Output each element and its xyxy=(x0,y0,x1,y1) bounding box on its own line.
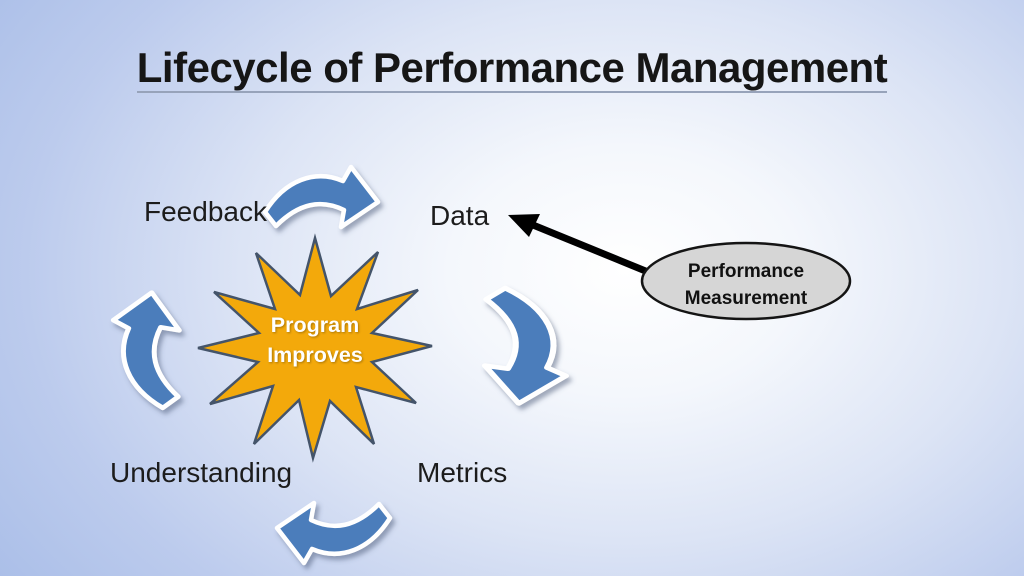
callout-label-line2: Measurement xyxy=(684,288,808,309)
cycle-arrow-left-icon xyxy=(113,293,179,408)
label-understanding: Understanding xyxy=(110,457,293,488)
label-feedback: Feedback xyxy=(144,196,267,227)
cycle-arrow-bottom-icon xyxy=(277,503,390,563)
starburst-label-line2: Improves xyxy=(267,343,363,367)
pointer-arrow-icon xyxy=(508,214,650,276)
cycle-arrow-right-icon xyxy=(485,288,566,403)
starburst-label-line1: Program xyxy=(270,313,360,337)
page-title-text: Lifecycle of Performance Management xyxy=(136,44,888,93)
label-metrics: Metrics xyxy=(417,457,508,488)
cycle-arrow-top-icon xyxy=(265,167,378,227)
label-data: Data xyxy=(430,200,490,231)
callout-ellipse xyxy=(640,241,852,321)
starburst-shape xyxy=(197,233,433,463)
starburst-label: Program Improves xyxy=(228,310,402,370)
callout-label-line1: Performance xyxy=(687,261,805,282)
page-title: Lifecycle of Performance Management xyxy=(0,46,1024,93)
callout-label: Performance Measurement xyxy=(653,258,839,312)
